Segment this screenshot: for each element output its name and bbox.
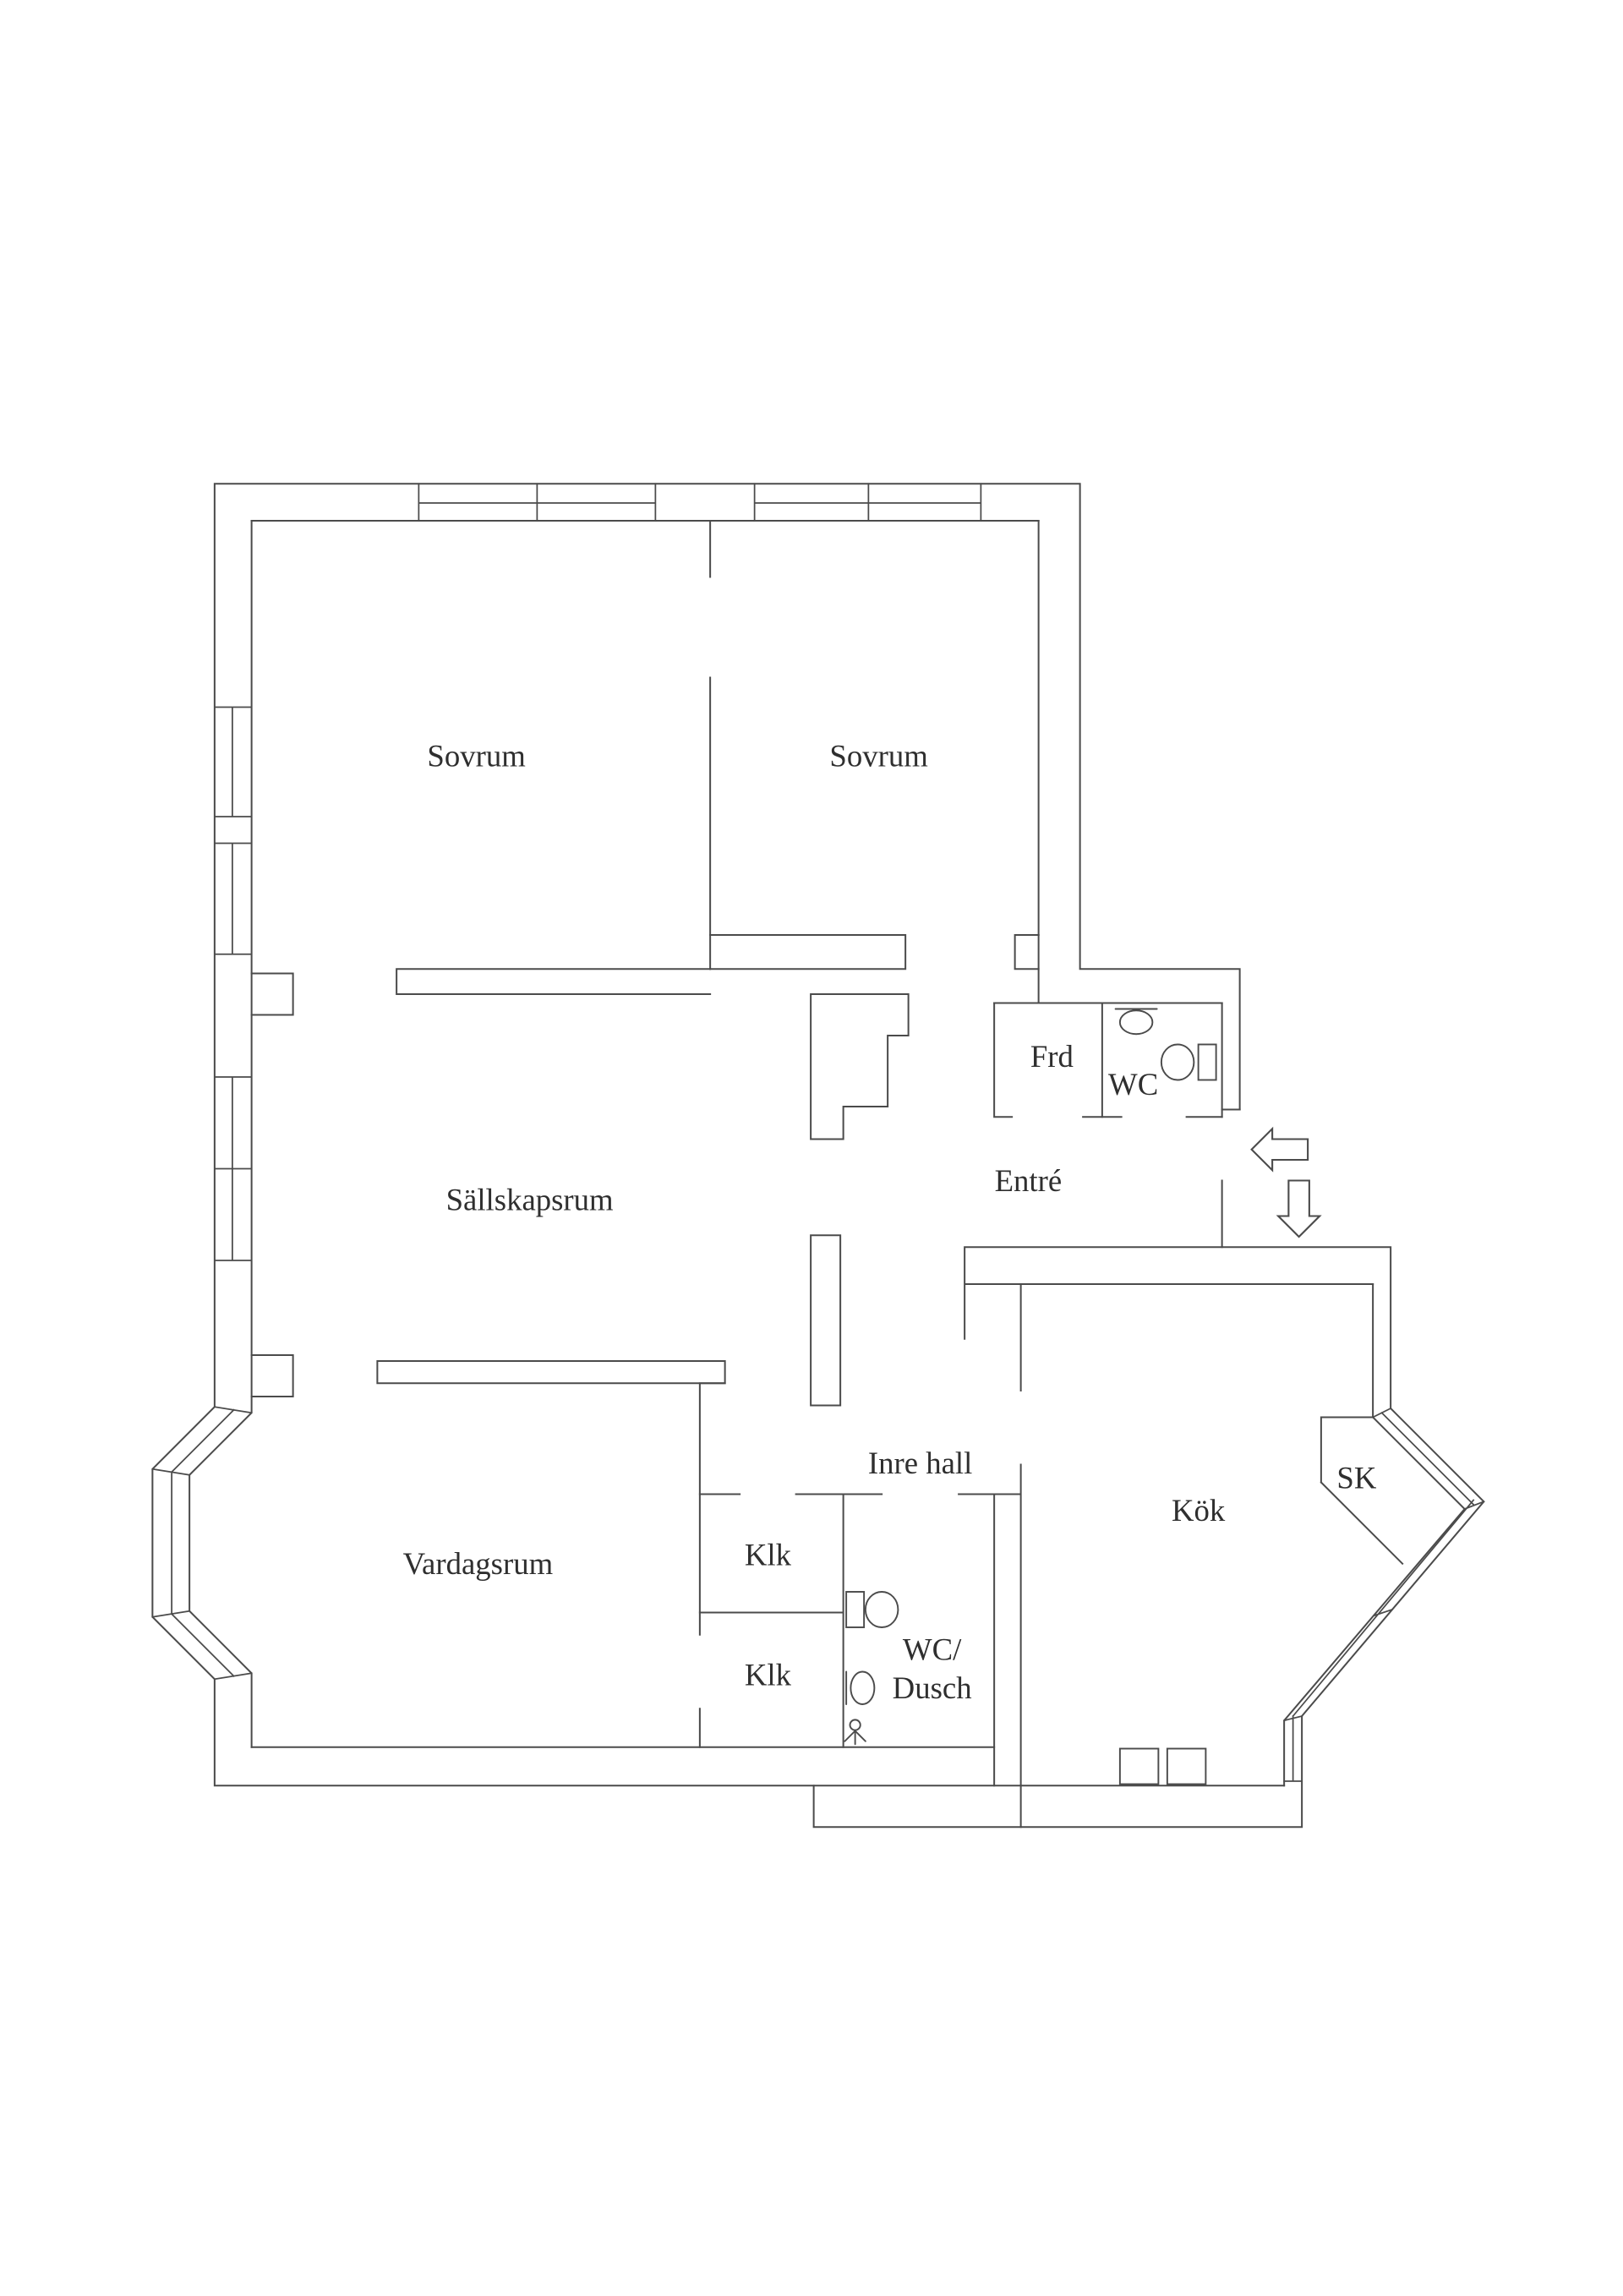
kitchen-top-wall (964, 1246, 1374, 1340)
klk-walls (698, 1493, 844, 1748)
windows-kitchen-bay (1283, 1407, 1485, 1782)
room-label-wc-dusch-line2: Dusch (893, 1670, 972, 1705)
inner-wall-left (189, 519, 253, 1748)
room-label-sovrum-2: Sovrum (829, 739, 928, 774)
fixtures (844, 1008, 1217, 1785)
entry-arrows (1250, 1126, 1322, 1238)
room-label-sk: SK (1336, 1461, 1376, 1495)
kitchen-left-wall (993, 1282, 1022, 1829)
windows (151, 483, 1485, 1782)
sallskapsrum-vardagsrum-divider (376, 1359, 726, 1385)
sovrum1-bottom-wall (396, 968, 712, 996)
sink-icon (1114, 1008, 1158, 1036)
room-label-wc-dusch-line1: WC/ (903, 1632, 962, 1667)
entry-arrow-left-icon (1250, 1126, 1309, 1173)
windows-left-wall (213, 706, 253, 1261)
room-label-wc: WC (1108, 1067, 1158, 1102)
room-label-sovrum-1: Sovrum (427, 739, 526, 774)
room-labels: Sovrum Sovrum Frd WC Entré Sällskapsrum … (403, 739, 1377, 1706)
room-label-frd: Frd (1030, 1039, 1074, 1074)
room-label-entre: Entré (995, 1163, 1063, 1198)
entry-arrow-down-icon (1276, 1179, 1322, 1238)
kitchen-counter-sink-icon (1118, 1747, 1207, 1785)
room-label-inre-hall: Inre hall (868, 1446, 972, 1480)
shower-icon (844, 1719, 866, 1746)
interior-walls (250, 519, 1404, 1829)
sk-closet-walls (1320, 1416, 1404, 1566)
room-label-kok: Kök (1172, 1493, 1226, 1528)
hall-wall-chunk (810, 1234, 842, 1407)
room-label-klk-1: Klk (745, 1538, 792, 1572)
sink-icon (845, 1670, 876, 1705)
room-label-klk-2: Klk (745, 1657, 792, 1692)
wall-pilasters (250, 972, 294, 1398)
vardagsrum-right-wall (698, 1382, 726, 1748)
room-label-sallskapsrum: Sällskapsrum (446, 1183, 614, 1217)
toilet-icon (1160, 1043, 1217, 1081)
window-top-1 (418, 483, 657, 522)
frd-closet-walls (993, 1002, 1103, 1118)
sovrum2-bottom-wall (709, 933, 1040, 970)
window-top-2 (753, 483, 982, 522)
room-label-vardagsrum: Vardagsrum (403, 1546, 554, 1581)
windows-left-bay (151, 1406, 253, 1681)
toilet-icon (845, 1591, 899, 1628)
shaft-wall (810, 992, 910, 1140)
